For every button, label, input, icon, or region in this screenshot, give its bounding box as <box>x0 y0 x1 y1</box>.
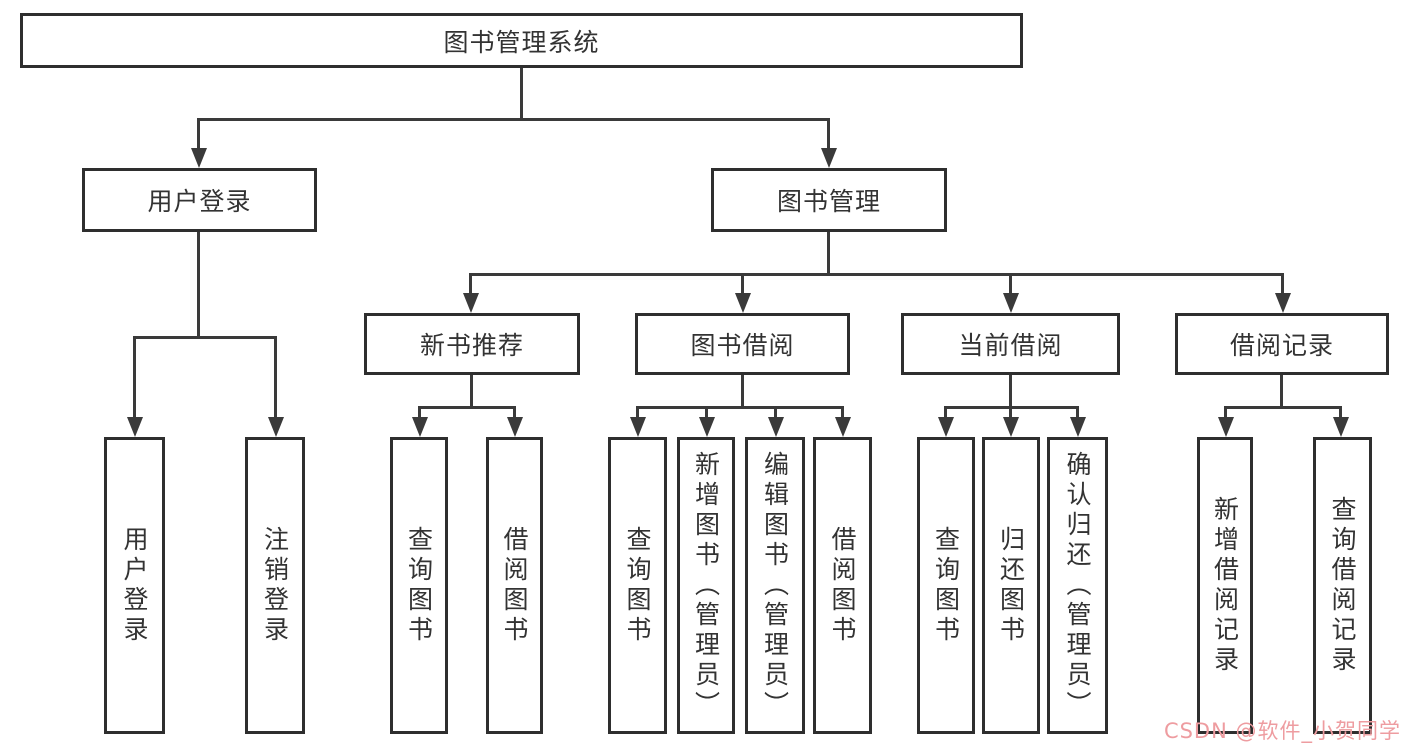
connector-current-drop <box>1009 375 1012 409</box>
connector-user-login-rail <box>133 336 277 339</box>
arrow-down-icon <box>463 293 479 313</box>
node-leaf-query-books-current: 查询图书 <box>917 437 975 734</box>
node-leaf-borrow-books-newrec: 借阅图书 <box>486 437 543 734</box>
arrow-down-icon <box>768 417 784 437</box>
node-leaf-query-borrow-record-label: 查询借阅记录 <box>1328 495 1357 676</box>
node-leaf-user-login-label: 用户登录 <box>120 525 149 646</box>
node-leaf-query-books-borrow-label: 查询图书 <box>623 525 652 646</box>
connector-arrow-shaft <box>1339 406 1342 420</box>
node-leaf-return-books: 归还图书 <box>982 437 1040 734</box>
node-root-label: 图书管理系统 <box>443 27 600 57</box>
connector-arrow-new-rec-shaft <box>469 273 472 296</box>
node-user-login: 用户登录 <box>82 168 317 232</box>
connector-user-login-drop <box>197 232 200 336</box>
node-leaf-query-books-newrec: 查询图书 <box>390 437 448 734</box>
node-new-book-recommend: 新书推荐 <box>364 313 580 375</box>
arrow-down-icon <box>1275 293 1291 313</box>
connector-arrow-borrow-shaft <box>741 273 744 296</box>
arrow-down-icon <box>1003 293 1019 313</box>
connector-root-drop <box>520 68 523 118</box>
connector-records-drop <box>1280 375 1283 409</box>
node-leaf-logout-label: 注销登录 <box>260 525 290 646</box>
node-user-login-label: 用户登录 <box>147 187 252 216</box>
connector-book-mgmt-drop <box>827 232 830 276</box>
node-current-borrowing-label: 当前借阅 <box>958 331 1063 360</box>
node-borrowing-records-label: 借阅记录 <box>1229 331 1334 360</box>
connector-arrow-shaft <box>705 406 708 420</box>
connector-arrow-shaft <box>1009 406 1012 420</box>
arrow-down-icon <box>1070 417 1086 437</box>
arrow-down-icon <box>268 417 284 437</box>
node-leaf-query-books-current-label: 查询图书 <box>931 525 961 646</box>
arrow-down-icon <box>1003 417 1019 437</box>
connector-book-mgmt-rail <box>469 273 1284 276</box>
node-new-book-recommend-label: 新书推荐 <box>419 331 524 360</box>
connector-arrow-shaft <box>774 406 777 420</box>
connector-arrow-shaft <box>944 406 947 420</box>
node-book-borrowing: 图书借阅 <box>635 313 850 375</box>
connector-root-rail <box>197 118 830 121</box>
arrow-down-icon <box>735 293 751 313</box>
connector-borrow-drop <box>741 375 744 409</box>
node-leaf-query-books-newrec-label: 查询图书 <box>404 525 434 646</box>
node-leaf-borrow-books: 借阅图书 <box>813 437 872 734</box>
connector-arrow-shaft <box>1224 406 1227 420</box>
arrow-down-icon <box>835 417 851 437</box>
arrow-down-icon <box>630 417 646 437</box>
arrow-down-icon <box>821 148 837 168</box>
connector-records-rail <box>1224 406 1341 409</box>
node-current-borrowing: 当前借阅 <box>901 313 1120 375</box>
arrow-down-icon <box>127 417 143 437</box>
node-leaf-return-books-label: 归还图书 <box>996 525 1026 646</box>
arrow-down-icon <box>191 148 207 168</box>
node-leaf-borrow-books-newrec-label: 借阅图书 <box>500 525 529 646</box>
node-leaf-query-books-borrow: 查询图书 <box>608 437 667 734</box>
connector-arrow-records-shaft <box>1281 273 1284 296</box>
connector-new-rec-drop <box>470 375 473 409</box>
arrow-down-icon <box>699 417 715 437</box>
node-leaf-borrow-books-label: 借阅图书 <box>828 525 857 646</box>
csdn-watermark: CSDN @软件_小贺同学 <box>1163 719 1401 743</box>
connector-arrow-shaft <box>1076 406 1079 420</box>
connector-borrow-rail <box>636 406 844 409</box>
arrow-down-icon <box>1218 417 1234 437</box>
connector-arrow-book-mgmt-shaft <box>827 118 830 150</box>
arrow-down-icon <box>1333 417 1349 437</box>
node-borrowing-records: 借阅记录 <box>1175 313 1389 375</box>
node-book-management: 图书管理 <box>711 168 947 232</box>
node-leaf-edit-books-admin-label: 编辑图书（管理员） <box>760 450 790 721</box>
node-leaf-add-books-admin: 新增图书（管理员） <box>677 437 735 734</box>
node-leaf-user-login: 用户登录 <box>104 437 165 734</box>
arrow-down-icon <box>507 417 523 437</box>
node-root-system: 图书管理系统 <box>20 13 1023 68</box>
node-leaf-logout: 注销登录 <box>245 437 305 734</box>
connector-arrow-shaft <box>418 406 421 420</box>
node-leaf-confirm-return-admin: 确认归还（管理员） <box>1047 437 1108 734</box>
connector-arrow-current-shaft <box>1009 273 1012 296</box>
node-leaf-edit-books-admin: 编辑图书（管理员） <box>745 437 805 734</box>
node-leaf-query-borrow-record: 查询借阅记录 <box>1313 437 1372 734</box>
connector-new-rec-rail <box>418 406 516 409</box>
node-leaf-confirm-return-admin-label: 确认归还（管理员） <box>1063 450 1092 721</box>
connector-arrow-shaft <box>513 406 516 420</box>
connector-arrow-user-login-shaft <box>197 118 200 150</box>
node-leaf-add-borrow-record-label: 新增借阅记录 <box>1210 495 1240 676</box>
arrow-down-icon <box>938 417 954 437</box>
arrow-down-icon <box>412 417 428 437</box>
node-leaf-add-books-admin-label: 新增图书（管理员） <box>691 450 721 721</box>
node-book-management-label: 图书管理 <box>776 187 881 216</box>
connector-arrow-shaft <box>841 406 844 420</box>
node-book-borrowing-label: 图书借阅 <box>690 331 795 360</box>
connector-arrow-shaft <box>636 406 639 420</box>
node-leaf-add-borrow-record: 新增借阅记录 <box>1197 437 1253 734</box>
connector-arrow-leaf-login-shaft <box>133 336 136 419</box>
connector-arrow-leaf-logout-shaft <box>274 336 277 419</box>
